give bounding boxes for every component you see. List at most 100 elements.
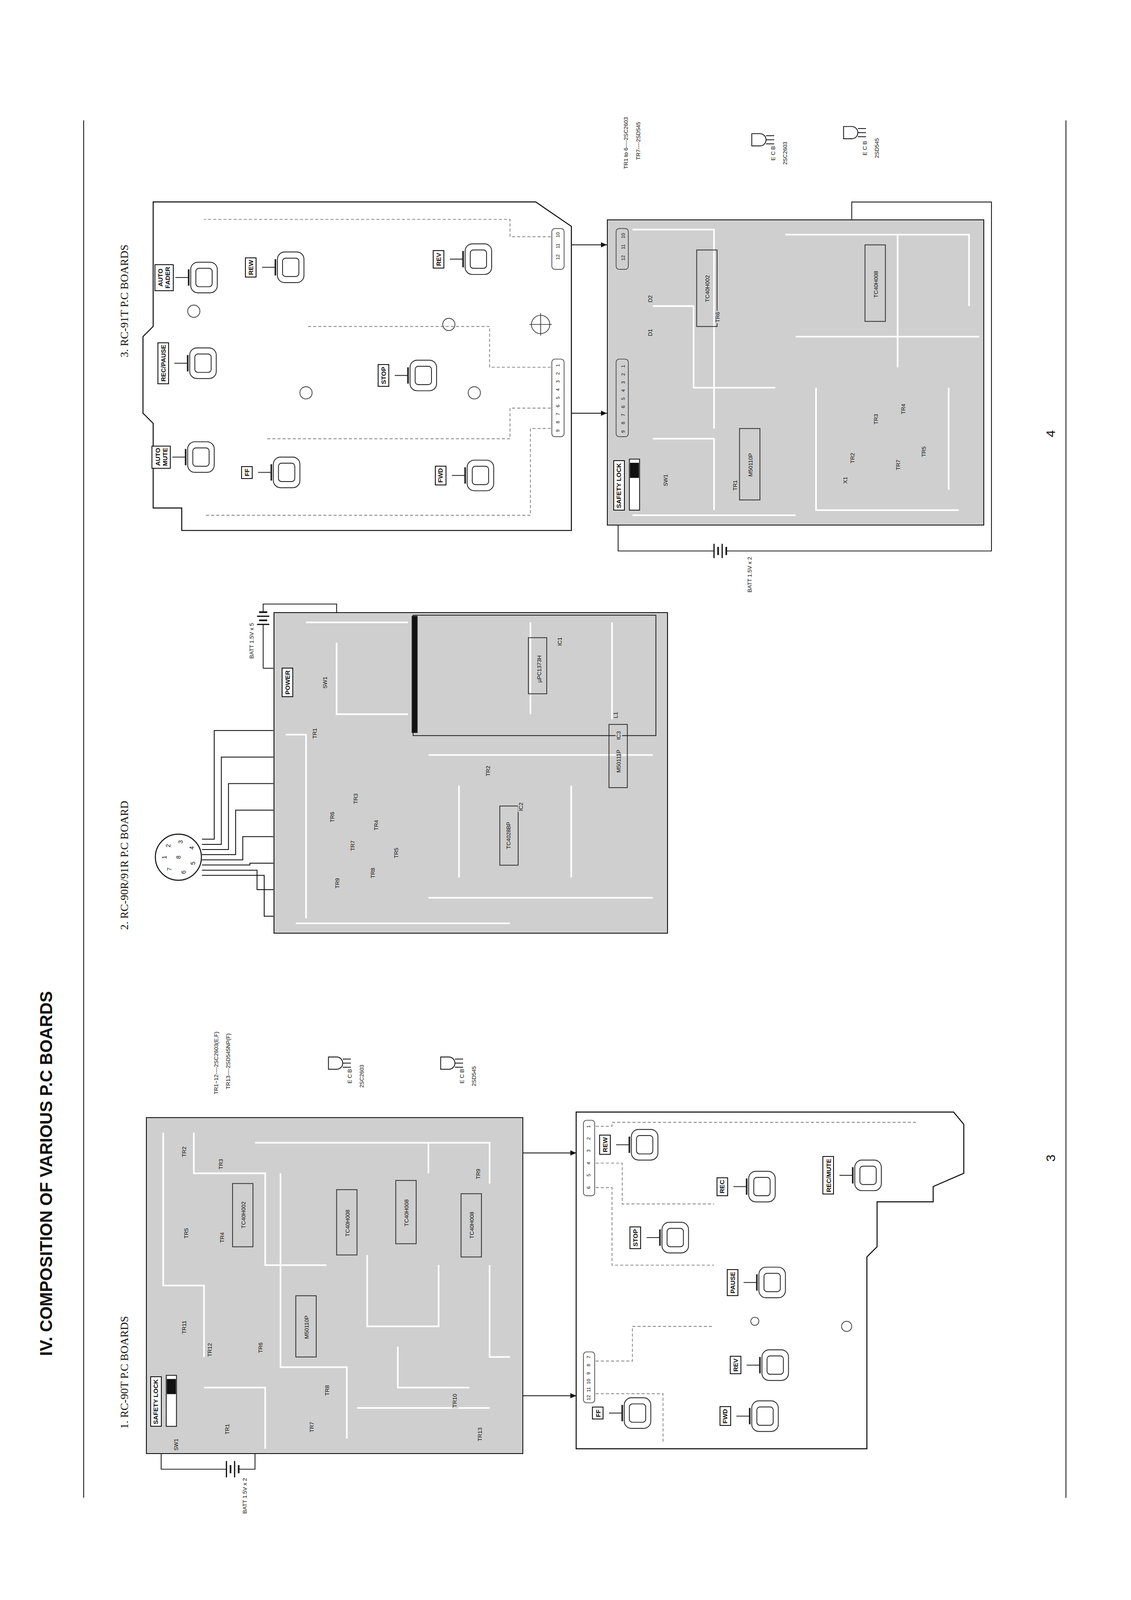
button-label: REV — [432, 250, 445, 269]
battery-wiring — [161, 201, 992, 1478]
pin-number: 12 — [585, 1393, 592, 1401]
pcb-artwork — [83, 120, 1067, 1498]
battery-wiring — [263, 603, 337, 613]
part-note: 1. RC-90T P.C BOARDS — [118, 1315, 132, 1429]
pin-number: 2 — [164, 842, 172, 849]
button-label: PAUSE — [726, 1268, 739, 1296]
component-label: TR8 — [370, 866, 377, 880]
wire-line — [201, 730, 274, 840]
pin-number: 5 — [620, 396, 627, 401]
connector-strip — [583, 1351, 595, 1403]
component-label: TR4 — [218, 1230, 226, 1244]
switch-label: SAFETY LOCK — [613, 460, 625, 511]
pcb-trace — [816, 387, 960, 511]
component-label: M50110P — [747, 452, 754, 478]
component-label: TR6 — [714, 311, 722, 324]
button-text: REW — [247, 259, 255, 275]
switch-label: SAFETY LOCK — [150, 1375, 162, 1427]
copper-ground — [273, 612, 669, 934]
wire-connector — [571, 242, 607, 248]
button-label: FWD — [434, 465, 447, 486]
push-switch — [394, 360, 437, 391]
arrowhead — [570, 1150, 577, 1156]
pin-number: 7 — [166, 866, 173, 872]
component-label: TR10 — [451, 1392, 458, 1408]
pcb-trace — [632, 514, 796, 516]
wire-line — [201, 862, 274, 865]
wire-connector — [201, 810, 274, 855]
connector-strip — [583, 1119, 595, 1196]
pcb-trace — [785, 234, 969, 307]
slide-switch — [630, 463, 639, 478]
component-label: TR3 — [218, 1157, 225, 1170]
board-outline — [576, 1111, 964, 1449]
pin-number: 10 — [620, 232, 627, 240]
component-label: TR5 — [183, 1227, 190, 1240]
switch-trace — [595, 1326, 715, 1361]
battery-wiring — [229, 1464, 232, 1473]
battery-wiring — [717, 546, 720, 555]
component-label: TR11 — [181, 1319, 188, 1335]
page-title: IV. COMPOSITION OF VARIOUS P.C BOARDS — [36, 990, 56, 1356]
push-switch — [746, 1349, 789, 1381]
component-label: SW1 — [322, 675, 329, 689]
part-note: TR13----2SD545NP(F) — [225, 1032, 232, 1089]
component-label: TC40H008 — [469, 1210, 476, 1240]
pcb-trace — [306, 621, 409, 624]
push-switch — [174, 347, 217, 379]
transistor-icon — [751, 133, 775, 146]
pin-number: 8 — [585, 1362, 592, 1368]
part-note: 2. RC-90R/91R P.C BOARD — [118, 800, 132, 930]
pcb-trace — [896, 234, 899, 368]
part-note: TR1~12----2SC2603(E,F) — [212, 1031, 220, 1095]
pin-number: 6 — [555, 403, 561, 409]
button-label: AUTO FADER — [154, 264, 174, 292]
part-note: E C B — [458, 1068, 466, 1084]
push-switch — [175, 262, 218, 293]
component-label: X1 — [842, 475, 849, 485]
pcb-trace — [427, 1142, 430, 1174]
pcb-trace — [489, 1265, 511, 1357]
button-text: STOP — [379, 366, 388, 385]
arrowhead — [600, 242, 607, 248]
pin-number: 5 — [555, 395, 561, 400]
pcb-trace — [357, 1406, 490, 1409]
wire-line — [201, 783, 274, 850]
part-note: 2SC2603 — [358, 1064, 366, 1088]
component-label: SW1 — [662, 473, 670, 487]
wire-connector — [523, 1393, 577, 1399]
button-text: PAUSE — [728, 1271, 736, 1294]
mounting-hole — [187, 305, 852, 1332]
part-note: TR1 to 6----2SC2603 — [623, 116, 630, 169]
ic-outline — [395, 1180, 417, 1244]
pcb-trace — [255, 1142, 490, 1184]
battery-wiring — [256, 615, 270, 617]
button-text: AUTO MUTE — [154, 447, 170, 466]
push-switch — [609, 1397, 651, 1429]
pcb-trace — [204, 1387, 266, 1449]
slide-switch — [166, 459, 640, 1427]
button-label: AUTO MUTE — [151, 445, 171, 469]
mounting-hole — [750, 1316, 759, 1325]
copper-ground — [606, 219, 985, 526]
part-note: BATT 1.5V x 2 — [241, 1477, 248, 1513]
component-label: TR1 — [311, 727, 319, 740]
button-label: REW — [244, 257, 257, 278]
connector-strip — [551, 228, 565, 270]
component-label: TC40H002 — [704, 274, 712, 304]
arrowhead — [600, 410, 607, 416]
component-label: IC3 — [615, 730, 623, 741]
component-label: M50111P — [615, 748, 623, 774]
ic-outline — [460, 1193, 482, 1257]
board-outline — [576, 1111, 964, 1449]
switch-label: POWER — [281, 667, 294, 697]
push-switch — [616, 1129, 659, 1161]
wire-connector — [523, 1150, 577, 1156]
push-switch — [451, 460, 494, 491]
pin-number: 9 — [585, 1370, 592, 1376]
push-switch — [736, 1400, 779, 1432]
pin-number: 10 — [555, 231, 561, 239]
push-switch — [449, 243, 492, 275]
switch-trace — [595, 1122, 919, 1127]
